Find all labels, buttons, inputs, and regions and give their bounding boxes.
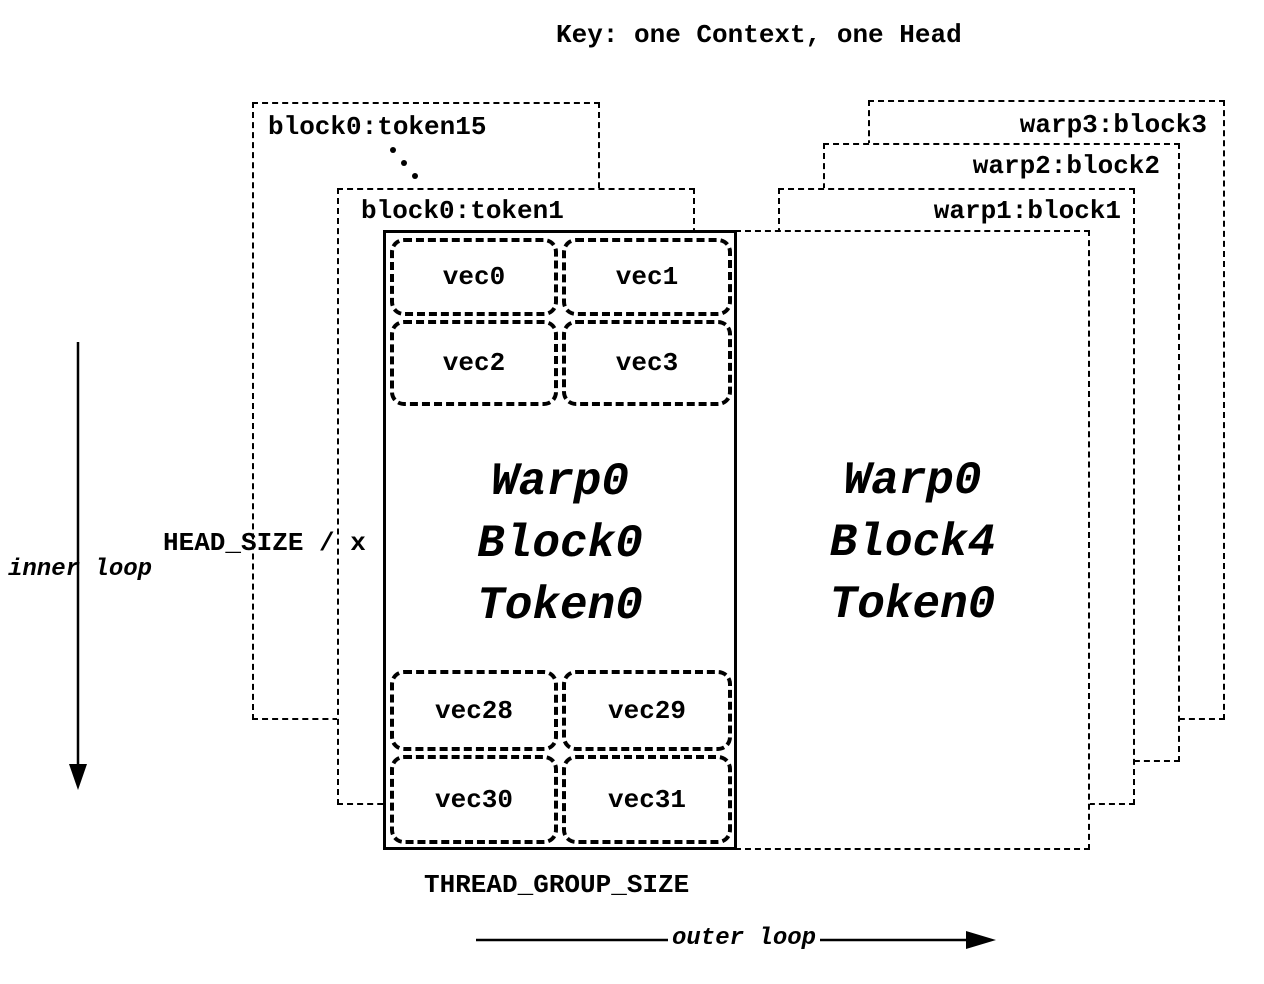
main-block-line-2: Block0 — [477, 518, 643, 570]
outer-loop-arrowhead-icon — [966, 931, 996, 949]
warp0-block4-token0-box: Warp0 Block4 Token0 — [735, 230, 1090, 850]
vec2-box: vec2 — [390, 320, 558, 406]
inner-loop-arrowhead-icon — [69, 764, 87, 790]
ellipsis-dot — [412, 173, 418, 179]
vec1-box: vec1 — [562, 238, 732, 316]
vec30-box: vec30 — [390, 755, 558, 844]
ellipsis-dot — [401, 160, 407, 166]
warp0-block0-token0-text: Warp0 Block0 Token0 — [386, 451, 734, 637]
thread-group-size-label: THREAD_GROUP_SIZE — [424, 870, 690, 900]
vec0-box: vec0 — [390, 238, 558, 316]
block0-token15-label: block0:token15 — [268, 112, 487, 142]
head-size-label: HEAD_SIZE / x — [163, 528, 366, 558]
inner-loop-label: inner loop — [8, 556, 153, 583]
vec29-box: vec29 — [562, 670, 732, 751]
diagram-title: Key: one Context, one Head — [556, 20, 962, 50]
right-block-line-3: Token0 — [829, 579, 996, 631]
main-block-line-3: Token0 — [477, 580, 643, 632]
warp0-block4-token0-text: Warp0 Block4 Token0 — [737, 450, 1088, 636]
warp2-block2-label: warp2:block2 — [972, 151, 1160, 181]
outer-loop-label: outer loop — [668, 925, 821, 952]
vec31-box: vec31 — [562, 755, 732, 844]
right-block-line-2: Block4 — [829, 517, 996, 569]
main-block-line-1: Warp0 — [490, 456, 630, 508]
block0-token1-label: block0:token1 — [361, 196, 564, 226]
vec28-box: vec28 — [390, 670, 558, 751]
warp0-block0-token0-box: vec0 vec1 vec2 vec3 Warp0 Block0 Token0 … — [383, 230, 737, 850]
ellipsis-dot — [390, 147, 396, 153]
vec3-box: vec3 — [562, 320, 732, 406]
warp3-block3-label: warp3:block3 — [1019, 110, 1207, 140]
right-block-line-1: Warp0 — [843, 455, 982, 507]
warp1-block1-label: warp1:block1 — [933, 196, 1121, 226]
